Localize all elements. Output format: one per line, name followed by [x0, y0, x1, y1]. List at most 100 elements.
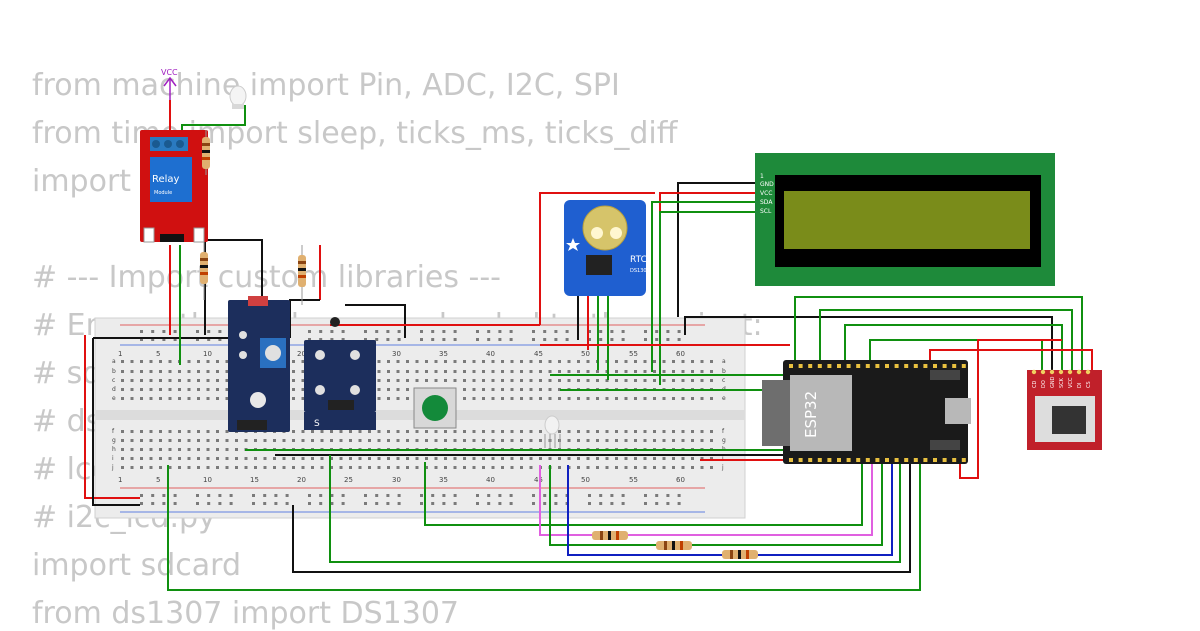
breadboard-hole[interactable] [453, 360, 457, 363]
breadboard-hole[interactable] [482, 397, 485, 400]
breadboard-hole[interactable] [476, 494, 479, 497]
breadboard-hole[interactable] [501, 439, 504, 442]
esp32-pin[interactable] [837, 458, 841, 462]
breadboard-hole[interactable] [218, 330, 222, 333]
breadboard-hole[interactable] [216, 397, 219, 400]
breadboard-hole[interactable] [510, 360, 514, 363]
breadboard-hole[interactable] [453, 330, 457, 333]
breadboard-hole[interactable] [634, 457, 637, 460]
breadboard-hole[interactable] [596, 439, 599, 442]
breadboard-hole[interactable] [406, 457, 409, 460]
breadboard-hole[interactable] [487, 494, 491, 497]
breadboard-hole[interactable] [700, 370, 704, 373]
breadboard-hole[interactable] [121, 430, 124, 433]
breadboard-hole[interactable] [311, 466, 314, 469]
breadboard-hole[interactable] [558, 388, 561, 391]
breadboard-hole[interactable] [121, 457, 124, 460]
breadboard-hole[interactable] [615, 430, 618, 433]
breadboard-hole[interactable] [610, 494, 614, 497]
breadboard-hole[interactable] [588, 330, 591, 333]
breadboard-hole[interactable] [691, 360, 694, 363]
breadboard-hole[interactable] [308, 330, 311, 333]
breadboard-hole[interactable] [577, 397, 580, 400]
breadboard-hole[interactable] [130, 397, 134, 400]
breadboard-hole[interactable] [197, 448, 200, 451]
breadboard-hole[interactable] [491, 360, 495, 363]
breadboard-hole[interactable] [168, 430, 172, 433]
breadboard-hole[interactable] [476, 338, 479, 341]
breadboard-hole[interactable] [149, 457, 153, 460]
breadboard-hole[interactable] [453, 494, 457, 497]
esp32-pin[interactable] [885, 458, 889, 462]
breadboard-hole[interactable] [615, 466, 618, 469]
breadboard-hole[interactable] [252, 502, 255, 505]
breadboard-hole[interactable] [254, 466, 257, 469]
breadboard-hole[interactable] [406, 466, 409, 469]
breadboard-hole[interactable] [498, 502, 502, 505]
breadboard-hole[interactable] [396, 379, 400, 382]
breadboard-hole[interactable] [710, 360, 713, 363]
breadboard-hole[interactable] [710, 397, 713, 400]
breadboard-hole[interactable] [624, 379, 628, 382]
breadboard-hole[interactable] [691, 439, 694, 442]
breadboard-hole[interactable] [206, 466, 210, 469]
breadboard-hole[interactable] [273, 439, 276, 442]
breadboard-hole[interactable] [358, 430, 362, 433]
breadboard-hole[interactable] [644, 338, 647, 341]
breadboard-hole[interactable] [406, 370, 409, 373]
breadboard-hole[interactable] [520, 457, 523, 460]
breadboard-hole[interactable] [634, 439, 637, 442]
breadboard-hole[interactable] [710, 457, 713, 460]
breadboard-hole[interactable] [431, 502, 435, 505]
breadboard-hole[interactable] [634, 466, 637, 469]
breadboard-hole[interactable] [472, 430, 476, 433]
breadboard-hole[interactable] [330, 430, 333, 433]
breadboard-hole[interactable] [375, 494, 379, 497]
breadboard-hole[interactable] [520, 466, 523, 469]
breadboard-hole[interactable] [187, 379, 191, 382]
esp32-pin[interactable] [865, 364, 870, 368]
breadboard-hole[interactable] [235, 457, 238, 460]
breadboard-hole[interactable] [491, 430, 495, 433]
breadboard-hole[interactable] [387, 379, 390, 382]
breadboard-hole[interactable] [653, 360, 656, 363]
breadboard-hole[interactable] [643, 430, 647, 433]
breadboard-hole[interactable] [301, 397, 305, 400]
esp32-pin[interactable] [913, 364, 918, 368]
breadboard-hole[interactable] [677, 494, 681, 497]
breadboard-hole[interactable] [444, 379, 447, 382]
breadboard-hole[interactable] [178, 379, 181, 382]
breadboard-hole[interactable] [482, 379, 485, 382]
breadboard-hole[interactable] [387, 370, 390, 373]
breadboard-hole[interactable] [548, 370, 552, 373]
breadboard-hole[interactable] [149, 370, 153, 373]
breadboard-hole[interactable] [151, 502, 155, 505]
breadboard-hole[interactable] [140, 388, 143, 391]
breadboard-hole[interactable] [662, 466, 666, 469]
breadboard-hole[interactable] [548, 397, 552, 400]
breadboard-hole[interactable] [501, 430, 504, 433]
breadboard-hole[interactable] [207, 502, 211, 505]
breadboard-hole[interactable] [387, 457, 390, 460]
breadboard-hole[interactable] [178, 457, 181, 460]
breadboard-hole[interactable] [567, 397, 571, 400]
breadboard-hole[interactable] [425, 430, 428, 433]
breadboard-hole[interactable] [463, 379, 466, 382]
breadboard-hole[interactable] [434, 466, 438, 469]
breadboard-hole[interactable] [320, 466, 324, 469]
breadboard-hole[interactable] [159, 388, 162, 391]
breadboard-hole[interactable] [501, 379, 504, 382]
breadboard-hole[interactable] [225, 397, 229, 400]
breadboard-hole[interactable] [453, 379, 457, 382]
breadboard-hole[interactable] [140, 457, 143, 460]
breadboard-hole[interactable] [387, 466, 390, 469]
esp32-pin[interactable] [904, 364, 909, 368]
breadboard-hole[interactable] [254, 457, 257, 460]
breadboard-hole[interactable] [710, 439, 713, 442]
breadboard-hole[interactable] [149, 379, 153, 382]
breadboard-hole[interactable] [406, 388, 409, 391]
breadboard-hole[interactable] [397, 502, 401, 505]
breadboard-hole[interactable] [330, 466, 333, 469]
breadboard-hole[interactable] [624, 466, 628, 469]
breadboard-hole[interactable] [406, 397, 409, 400]
